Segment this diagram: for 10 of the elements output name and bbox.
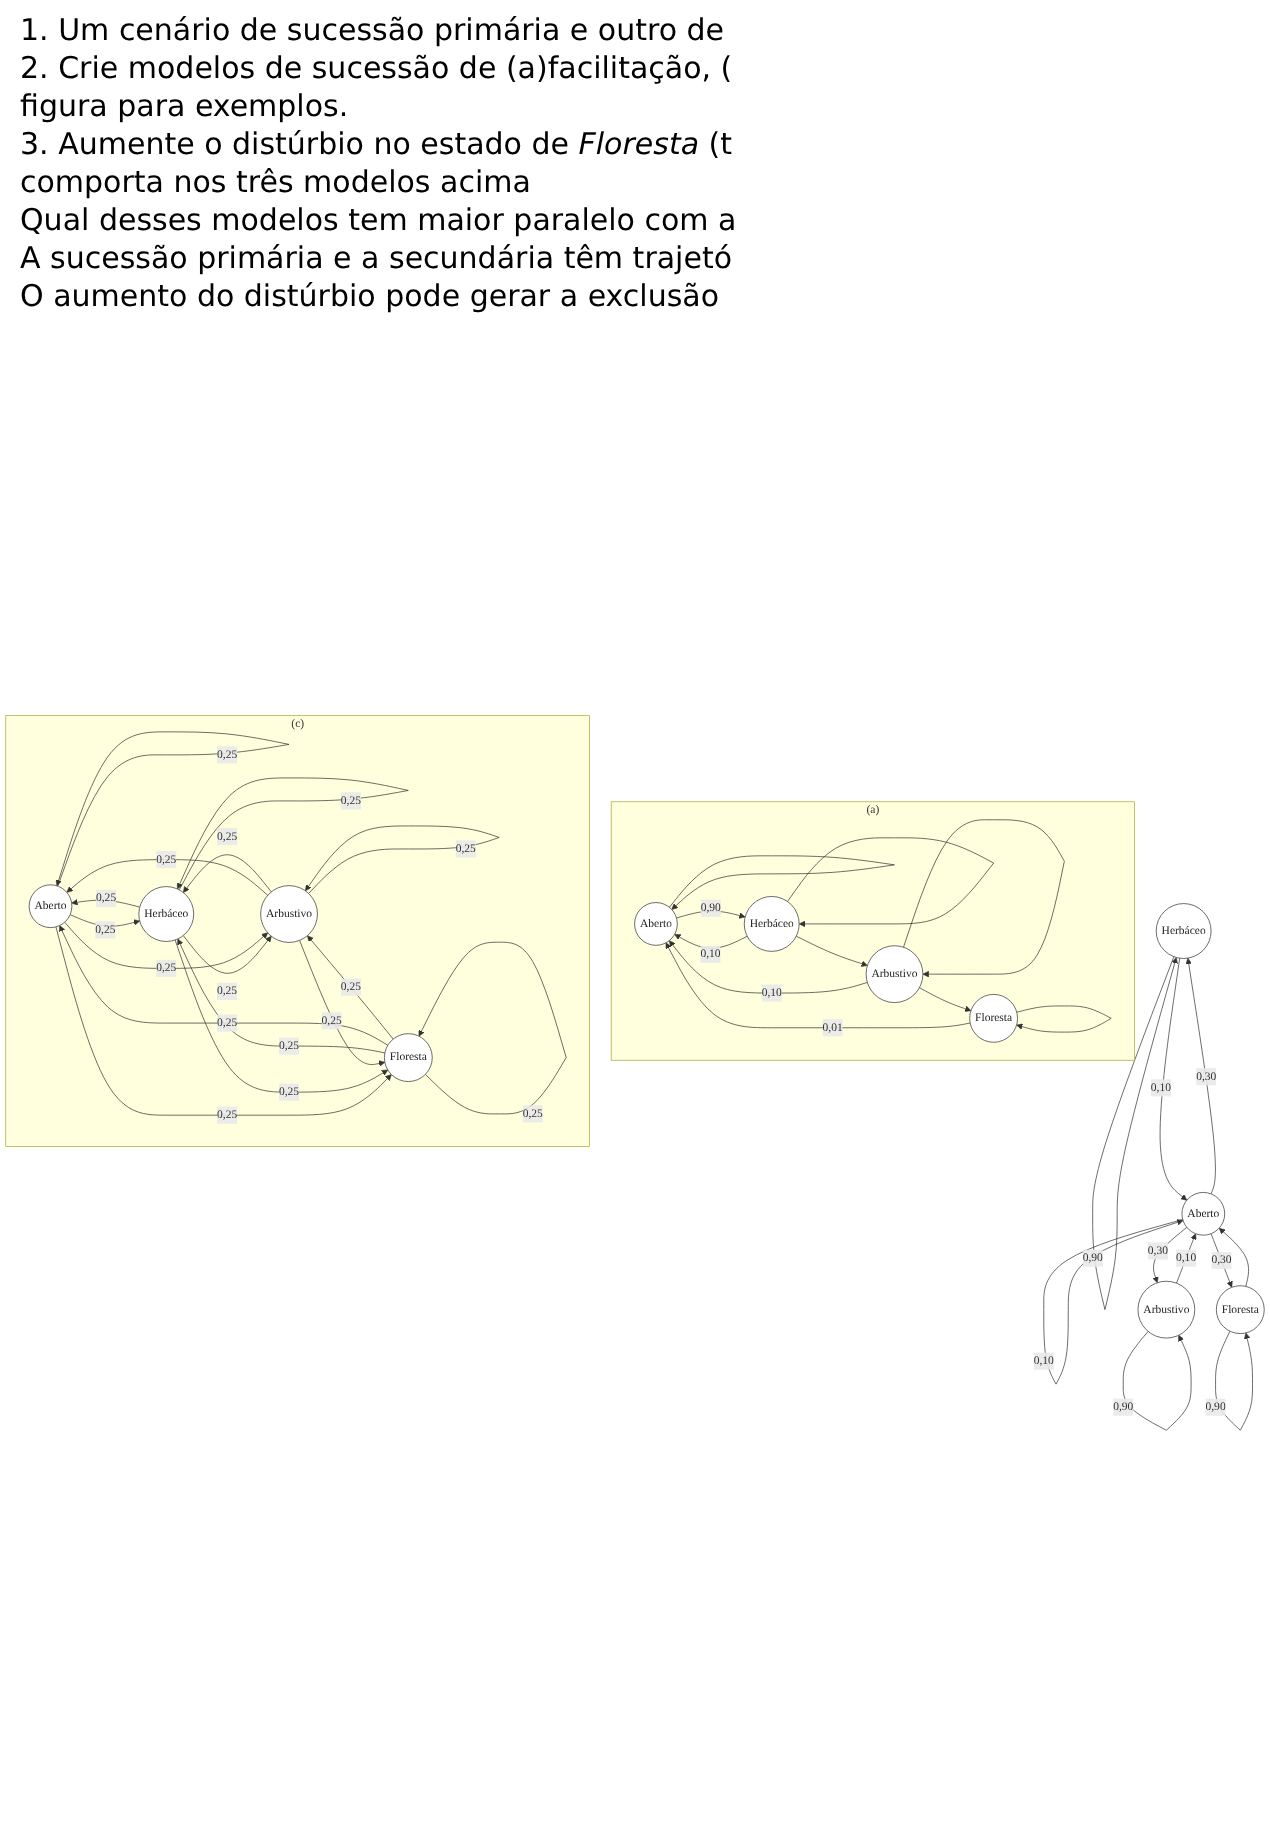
question-text: comporta nos três modelos acima [20,164,533,202]
question-text: 2. Crie modelos de sucessão de (a)facilitação, ( [20,50,735,88]
question-text: 3. Aumente o distúrbio no estado de Floresta (t [20,126,735,164]
question-text: O aumento do distúrbio pode gerar a exclusão [20,278,722,316]
question-text: Qual desses modelos tem maior paralelo com a [20,202,739,240]
question-text: 1. Um cenário de sucessão primária e outro de [20,12,727,50]
arrow [1043,1219,1184,1385]
arrow [1092,956,1178,1310]
question-text: figura para exemplos. [20,88,351,126]
question-text: A sucessão primária e a secundária têm trajetó [20,240,735,278]
